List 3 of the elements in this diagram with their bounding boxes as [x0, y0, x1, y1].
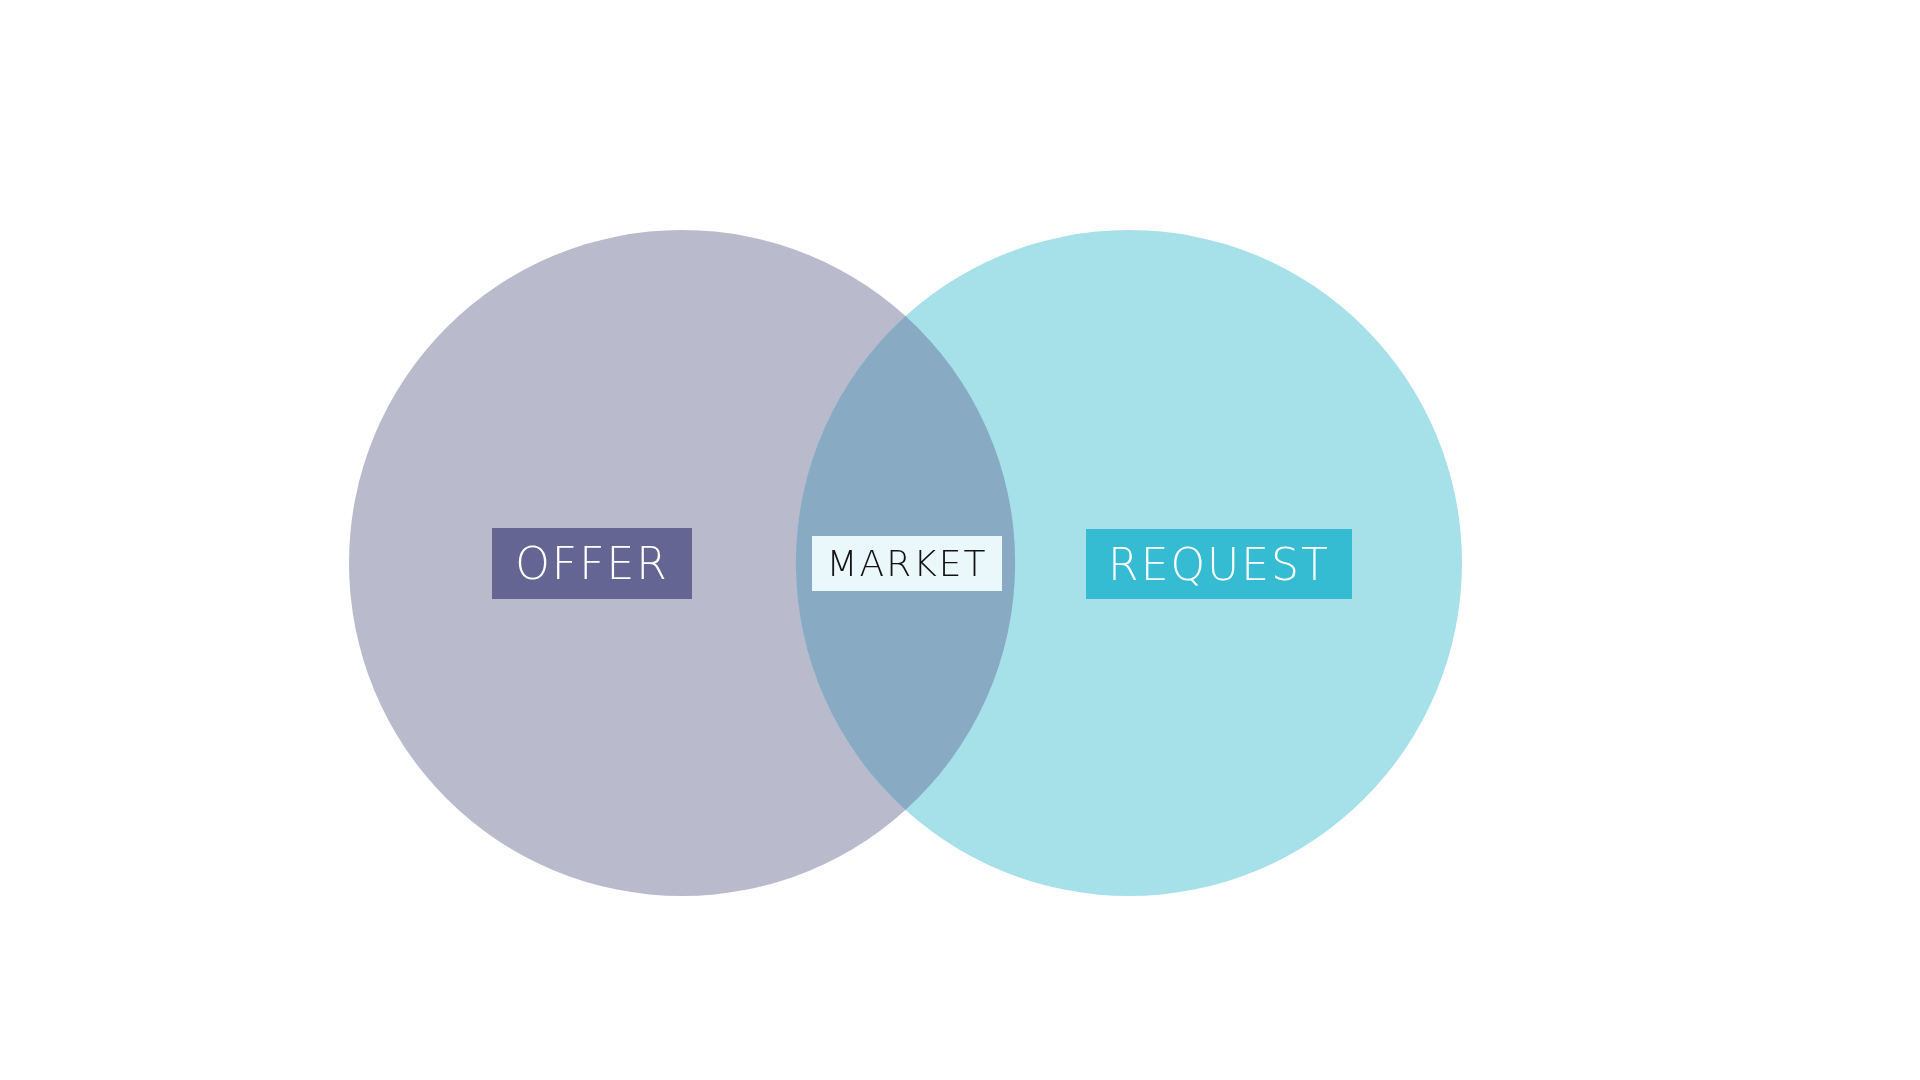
set-label: OFFER — [492, 528, 692, 599]
overlap-label: MARKET — [812, 536, 1002, 591]
set-label: REQUEST — [1086, 529, 1352, 599]
